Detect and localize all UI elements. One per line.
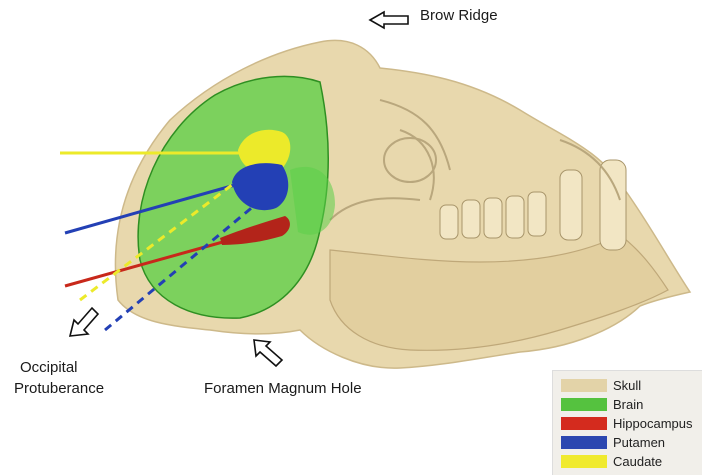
occipital-label-line1: Occipital [20, 358, 78, 378]
foramen-magnum-label: Foramen Magnum Hole [204, 379, 362, 399]
legend-label-putamen: Putamen [613, 435, 665, 450]
occipital-arrow [70, 308, 98, 336]
legend: Skull Brain Hippocampus Putamen Caudate [552, 370, 702, 475]
legend-swatch-hippocampus [561, 417, 607, 430]
legend-swatch-caudate [561, 455, 607, 468]
legend-item-skull: Skull [561, 377, 641, 393]
legend-swatch-skull [561, 379, 607, 392]
foramen-arrow [254, 340, 282, 366]
brow-ridge-label: Brow Ridge [420, 6, 498, 26]
legend-item-hippocampus: Hippocampus [561, 415, 693, 431]
brow-ridge-arrow [370, 12, 408, 28]
legend-swatch-putamen [561, 436, 607, 449]
legend-item-brain: Brain [561, 396, 643, 412]
legend-item-putamen: Putamen [561, 434, 665, 450]
legend-swatch-brain [561, 398, 607, 411]
legend-label-brain: Brain [613, 397, 643, 412]
legend-label-skull: Skull [613, 378, 641, 393]
legend-label-hippocampus: Hippocampus [613, 416, 693, 431]
legend-item-caudate: Caudate [561, 453, 662, 469]
occipital-label-line2: Protuberance [14, 379, 104, 399]
legend-label-caudate: Caudate [613, 454, 662, 469]
